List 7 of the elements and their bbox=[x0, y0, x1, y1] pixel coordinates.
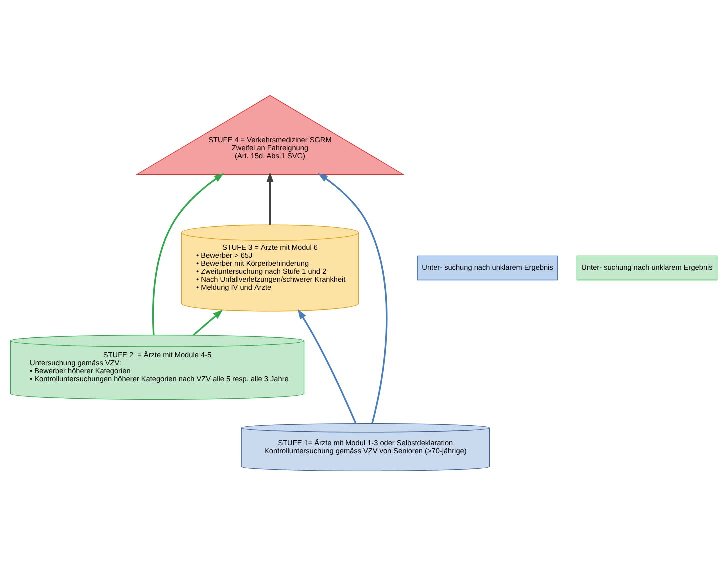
arrow bbox=[298, 308, 357, 424]
arrow bbox=[152, 172, 224, 335]
node-box: Unter- suchung nach unklarem Ergebnis bbox=[576, 255, 718, 280]
node-box: Unter- suchung nach unklarem Ergebnis bbox=[417, 255, 558, 280]
arrow bbox=[266, 172, 274, 224]
arrow bbox=[318, 172, 388, 424]
arrow bbox=[193, 309, 224, 336]
